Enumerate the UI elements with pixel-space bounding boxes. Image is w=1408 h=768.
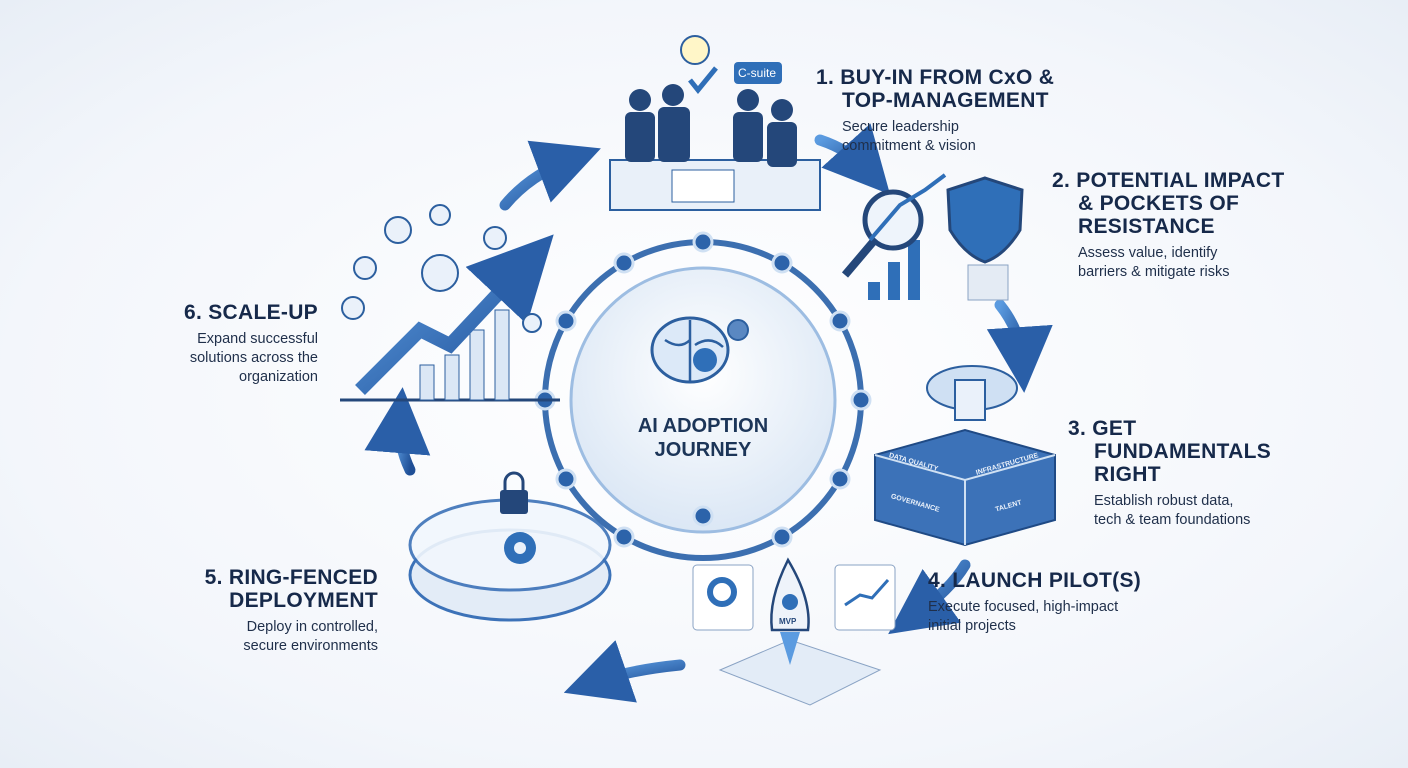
block-label: DATA QUALITY <box>888 452 939 473</box>
step-desc: secure environments <box>243 638 378 654</box>
step-title: FUNDAMENTALS <box>1094 440 1272 463</box>
step-number: 1. <box>816 66 835 89</box>
scale-up-illustration <box>340 204 560 402</box>
step-desc: tech & team foundations <box>1094 512 1251 528</box>
center-title: AI ADOPTION JOURNEY <box>583 414 823 462</box>
c-suite-badge <box>734 62 782 84</box>
step-number: 2. <box>1052 169 1071 192</box>
step-title: RIGHT <box>1094 463 1161 486</box>
center-title-line2: JOURNEY <box>654 439 752 461</box>
step-6: 6. SCALE-UP Expand successful solutions a… <box>184 301 318 387</box>
step-desc: Deploy in controlled, <box>246 619 378 635</box>
step-5: 5. RING-FENCED DEPLOYMENT Deploy in cont… <box>205 566 378 656</box>
center-title-line1: AI ADOPTION <box>637 415 769 437</box>
step-number: 5. <box>204 566 223 589</box>
step-number: 6. <box>183 301 203 324</box>
cycle-arrows <box>364 123 1053 703</box>
step-title: LAUNCH PILOT(S) <box>952 569 1142 592</box>
step-desc: organization <box>239 369 318 385</box>
step-title: & POCKETS OF <box>1078 192 1240 215</box>
rocket-launch-illustration <box>692 557 896 706</box>
step-title: GET <box>1092 417 1137 440</box>
impact-resistance-illustration <box>841 173 1024 301</box>
step-desc: barriers & mitigate risks <box>1078 264 1230 280</box>
step-desc: Execute focused, high-impact <box>928 599 1119 615</box>
central-hub <box>534 231 872 561</box>
step-3: 3. GET FUNDAMENTALS RIGHT Establish robu… <box>1068 417 1271 530</box>
step-title: BUY-IN FROM CxO & <box>840 66 1055 89</box>
step-desc: solutions across the <box>189 350 318 366</box>
step-desc: Establish robust data, <box>1094 493 1234 509</box>
step-desc: commitment & vision <box>842 138 976 154</box>
step-desc: Assess value, identify <box>1078 245 1218 261</box>
step-title: RING-FENCED <box>228 566 378 589</box>
block-label: GOVERNANCE <box>890 493 941 514</box>
step-desc: Secure leadership <box>842 119 959 135</box>
step-2: 2. POTENTIAL IMPACT & POCKETS OF RESISTA… <box>1052 169 1284 282</box>
block-label: INFRASTRUCTURE <box>975 452 1040 477</box>
step-title: SCALE-UP <box>208 301 318 324</box>
step-title: DEPLOYMENT <box>229 589 378 612</box>
c-suite-badge-label: C-suite <box>738 66 777 80</box>
step-title: POTENTIAL IMPACT <box>1076 169 1285 192</box>
ring-fenced-illustration <box>408 471 612 622</box>
step-4: 4. LAUNCH PILOT(S) Execute focused, high… <box>928 569 1141 636</box>
brain-gear-icon <box>650 316 749 384</box>
step-1: 1. BUY-IN FROM CxO & TOP-MANAGEMENT Secu… <box>816 66 1054 156</box>
rocket-label: MVP <box>779 617 797 626</box>
step-desc: Expand successful <box>197 331 318 347</box>
fundamentals-illustration <box>874 365 1056 547</box>
step-number: 4. <box>928 569 947 592</box>
step-number: 3. <box>1068 417 1087 440</box>
step-title: RESISTANCE <box>1078 215 1215 238</box>
step-desc: initial projects <box>928 618 1016 634</box>
block-label: TALENT <box>994 499 1023 514</box>
fundamentals-blocks: DATA QUALITY INFRASTRUCTURE GOVERNANCE T… <box>880 452 1060 545</box>
meeting-illustration <box>609 35 821 211</box>
step-title: TOP-MANAGEMENT <box>842 89 1049 112</box>
